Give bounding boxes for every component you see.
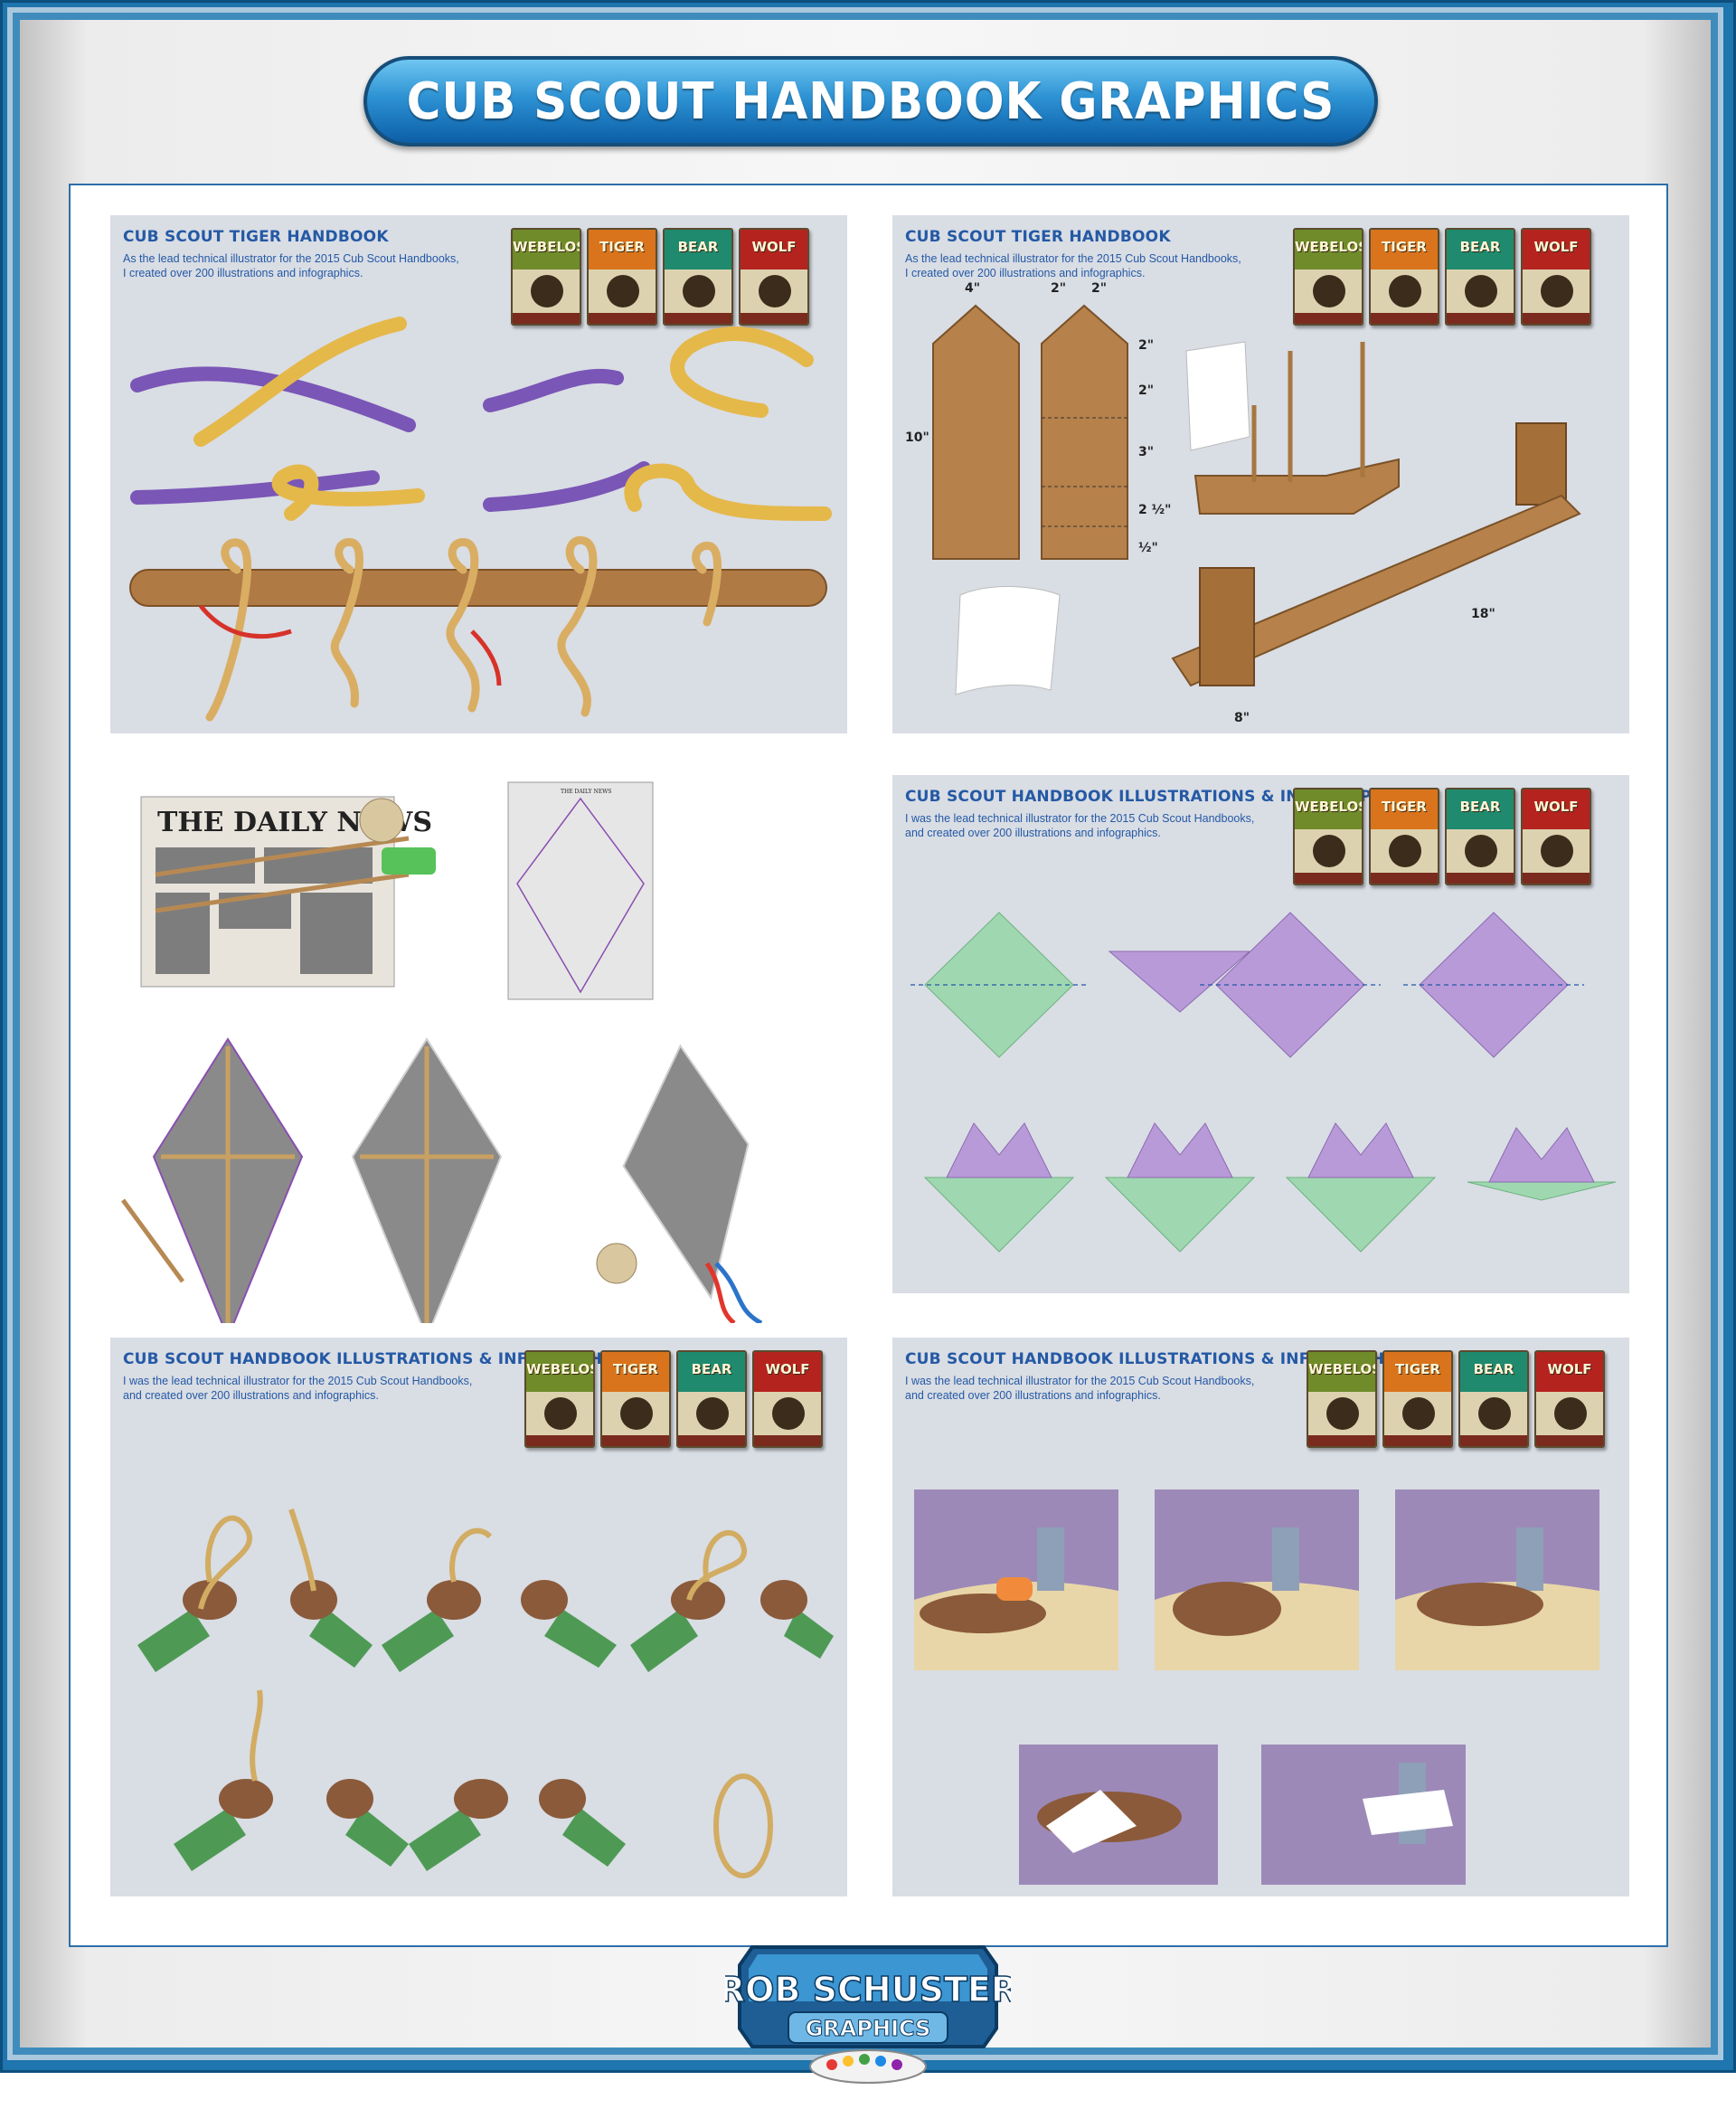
rob-schuster-graphics-logo: ROB SCHUSTER GRAPHICS	[725, 1945, 1011, 2084]
title-banner: CUB SCOUT HANDBOOK GRAPHICS	[363, 56, 1378, 147]
panel-hand-washing: CUB SCOUT HANDBOOK ILLUSTRATIONS & INFOG…	[892, 1338, 1629, 1896]
dimension-label: 2"	[1091, 281, 1107, 296]
book-cover: BEAR	[1445, 228, 1515, 326]
panel-title: CUB SCOUT HANDBOOK ILLUSTRATIONS & INFOG…	[905, 1350, 1414, 1368]
dimension-label: 18"	[1471, 607, 1495, 621]
kite-illustration: THE DAILY NEWS THE DAILY NEWS	[120, 781, 763, 1323]
book-cover: BEAR	[1458, 1350, 1529, 1448]
book-cover: WOLF	[1521, 228, 1591, 326]
handbook-covers: WEBELOS TIGER BEAR WOLF	[1307, 1350, 1605, 1448]
small-paper-headline: THE DAILY NEWS	[561, 789, 611, 795]
book-cover: TIGER	[1382, 1350, 1453, 1448]
handbook-covers: WEBELOS TIGER BEAR WOLF	[511, 228, 809, 326]
panel-title: CUB SCOUT TIGER HANDBOOK	[905, 228, 1171, 246]
book-cover: BEAR	[663, 228, 733, 326]
book-cover: WOLF	[739, 228, 809, 326]
panel-boat: CUB SCOUT TIGER HANDBOOK As the lead tec…	[892, 215, 1629, 733]
dimension-label: ½"	[1138, 541, 1158, 555]
book-cover: WEBELOS	[1293, 788, 1363, 885]
book-cover: TIGER	[1369, 788, 1439, 885]
panel-description: I was the lead technical illustrator for…	[123, 1375, 473, 1402]
dimension-label: 2 ½"	[1138, 503, 1171, 517]
book-cover: WEBELOS	[1293, 228, 1363, 326]
book-cover: WOLF	[752, 1350, 823, 1448]
panel-origami: CUB SCOUT HANDBOOK ILLUSTRATIONS & INFOG…	[892, 775, 1629, 1293]
handbook-covers: WEBELOS TIGER BEAR WOLF	[524, 1350, 823, 1448]
boat-illustration: 4" 2" 2" 2" 2" 3" 2 ½" ½" 10" 18" 8"	[905, 281, 1581, 725]
dimension-label: 8"	[1234, 711, 1250, 725]
page-title: CUB SCOUT HANDBOOK GRAPHICS	[406, 71, 1335, 131]
origami-illustration	[910, 912, 1617, 1253]
hand-knot-illustration	[137, 1508, 834, 1878]
handbook-covers: WEBELOS TIGER BEAR WOLF	[1293, 788, 1591, 885]
book-cover: TIGER	[1369, 228, 1439, 326]
book-cover: WEBELOS	[1307, 1350, 1377, 1448]
dimension-label: 10"	[905, 430, 929, 445]
handbook-covers: WEBELOS TIGER BEAR WOLF	[1293, 228, 1591, 326]
book-cover: BEAR	[676, 1350, 747, 1448]
book-cover: TIGER	[587, 228, 657, 326]
book-cover: WEBELOS	[524, 1350, 595, 1448]
panel-description: I was the lead technical illustrator for…	[905, 812, 1255, 839]
book-cover: WOLF	[1534, 1350, 1605, 1448]
panel-hand-knots: CUB SCOUT HANDBOOK ILLUSTRATIONS & INFOG…	[110, 1338, 847, 1896]
dimension-label: 2"	[1138, 383, 1154, 398]
book-cover: WEBELOS	[511, 228, 581, 326]
dimension-label: 2"	[1138, 338, 1154, 353]
logo-subtitle: GRAPHICS	[806, 2016, 931, 2041]
panel-kite: THE DAILY NEWS THE DAILY NEWS	[110, 775, 847, 1323]
hand-washing-illustration	[914, 1490, 1599, 1885]
dimension-label: 4"	[965, 281, 980, 296]
panel-description: I was the lead technical illustrator for…	[905, 1375, 1255, 1402]
dimension-label: 2"	[1051, 281, 1066, 296]
logo-name: ROB SCHUSTER	[725, 1970, 1011, 2010]
panel-title: CUB SCOUT HANDBOOK ILLUSTRATIONS & INFOG…	[905, 788, 1414, 806]
panel-description: As the lead technical illustrator for th…	[123, 252, 459, 279]
knot-illustration	[129, 317, 832, 722]
dimension-label: 3"	[1138, 445, 1154, 459]
panel-title: CUB SCOUT TIGER HANDBOOK	[123, 228, 389, 246]
panel-knots: CUB SCOUT TIGER HANDBOOK As the lead tec…	[110, 215, 847, 733]
book-cover: WOLF	[1521, 788, 1591, 885]
panel-title: CUB SCOUT HANDBOOK ILLUSTRATIONS & INFOG…	[123, 1350, 632, 1368]
book-cover: BEAR	[1445, 788, 1515, 885]
panel-description: As the lead technical illustrator for th…	[905, 252, 1241, 279]
book-cover: TIGER	[600, 1350, 671, 1448]
content-area: CUB SCOUT TIGER HANDBOOK As the lead tec…	[69, 184, 1668, 1947]
